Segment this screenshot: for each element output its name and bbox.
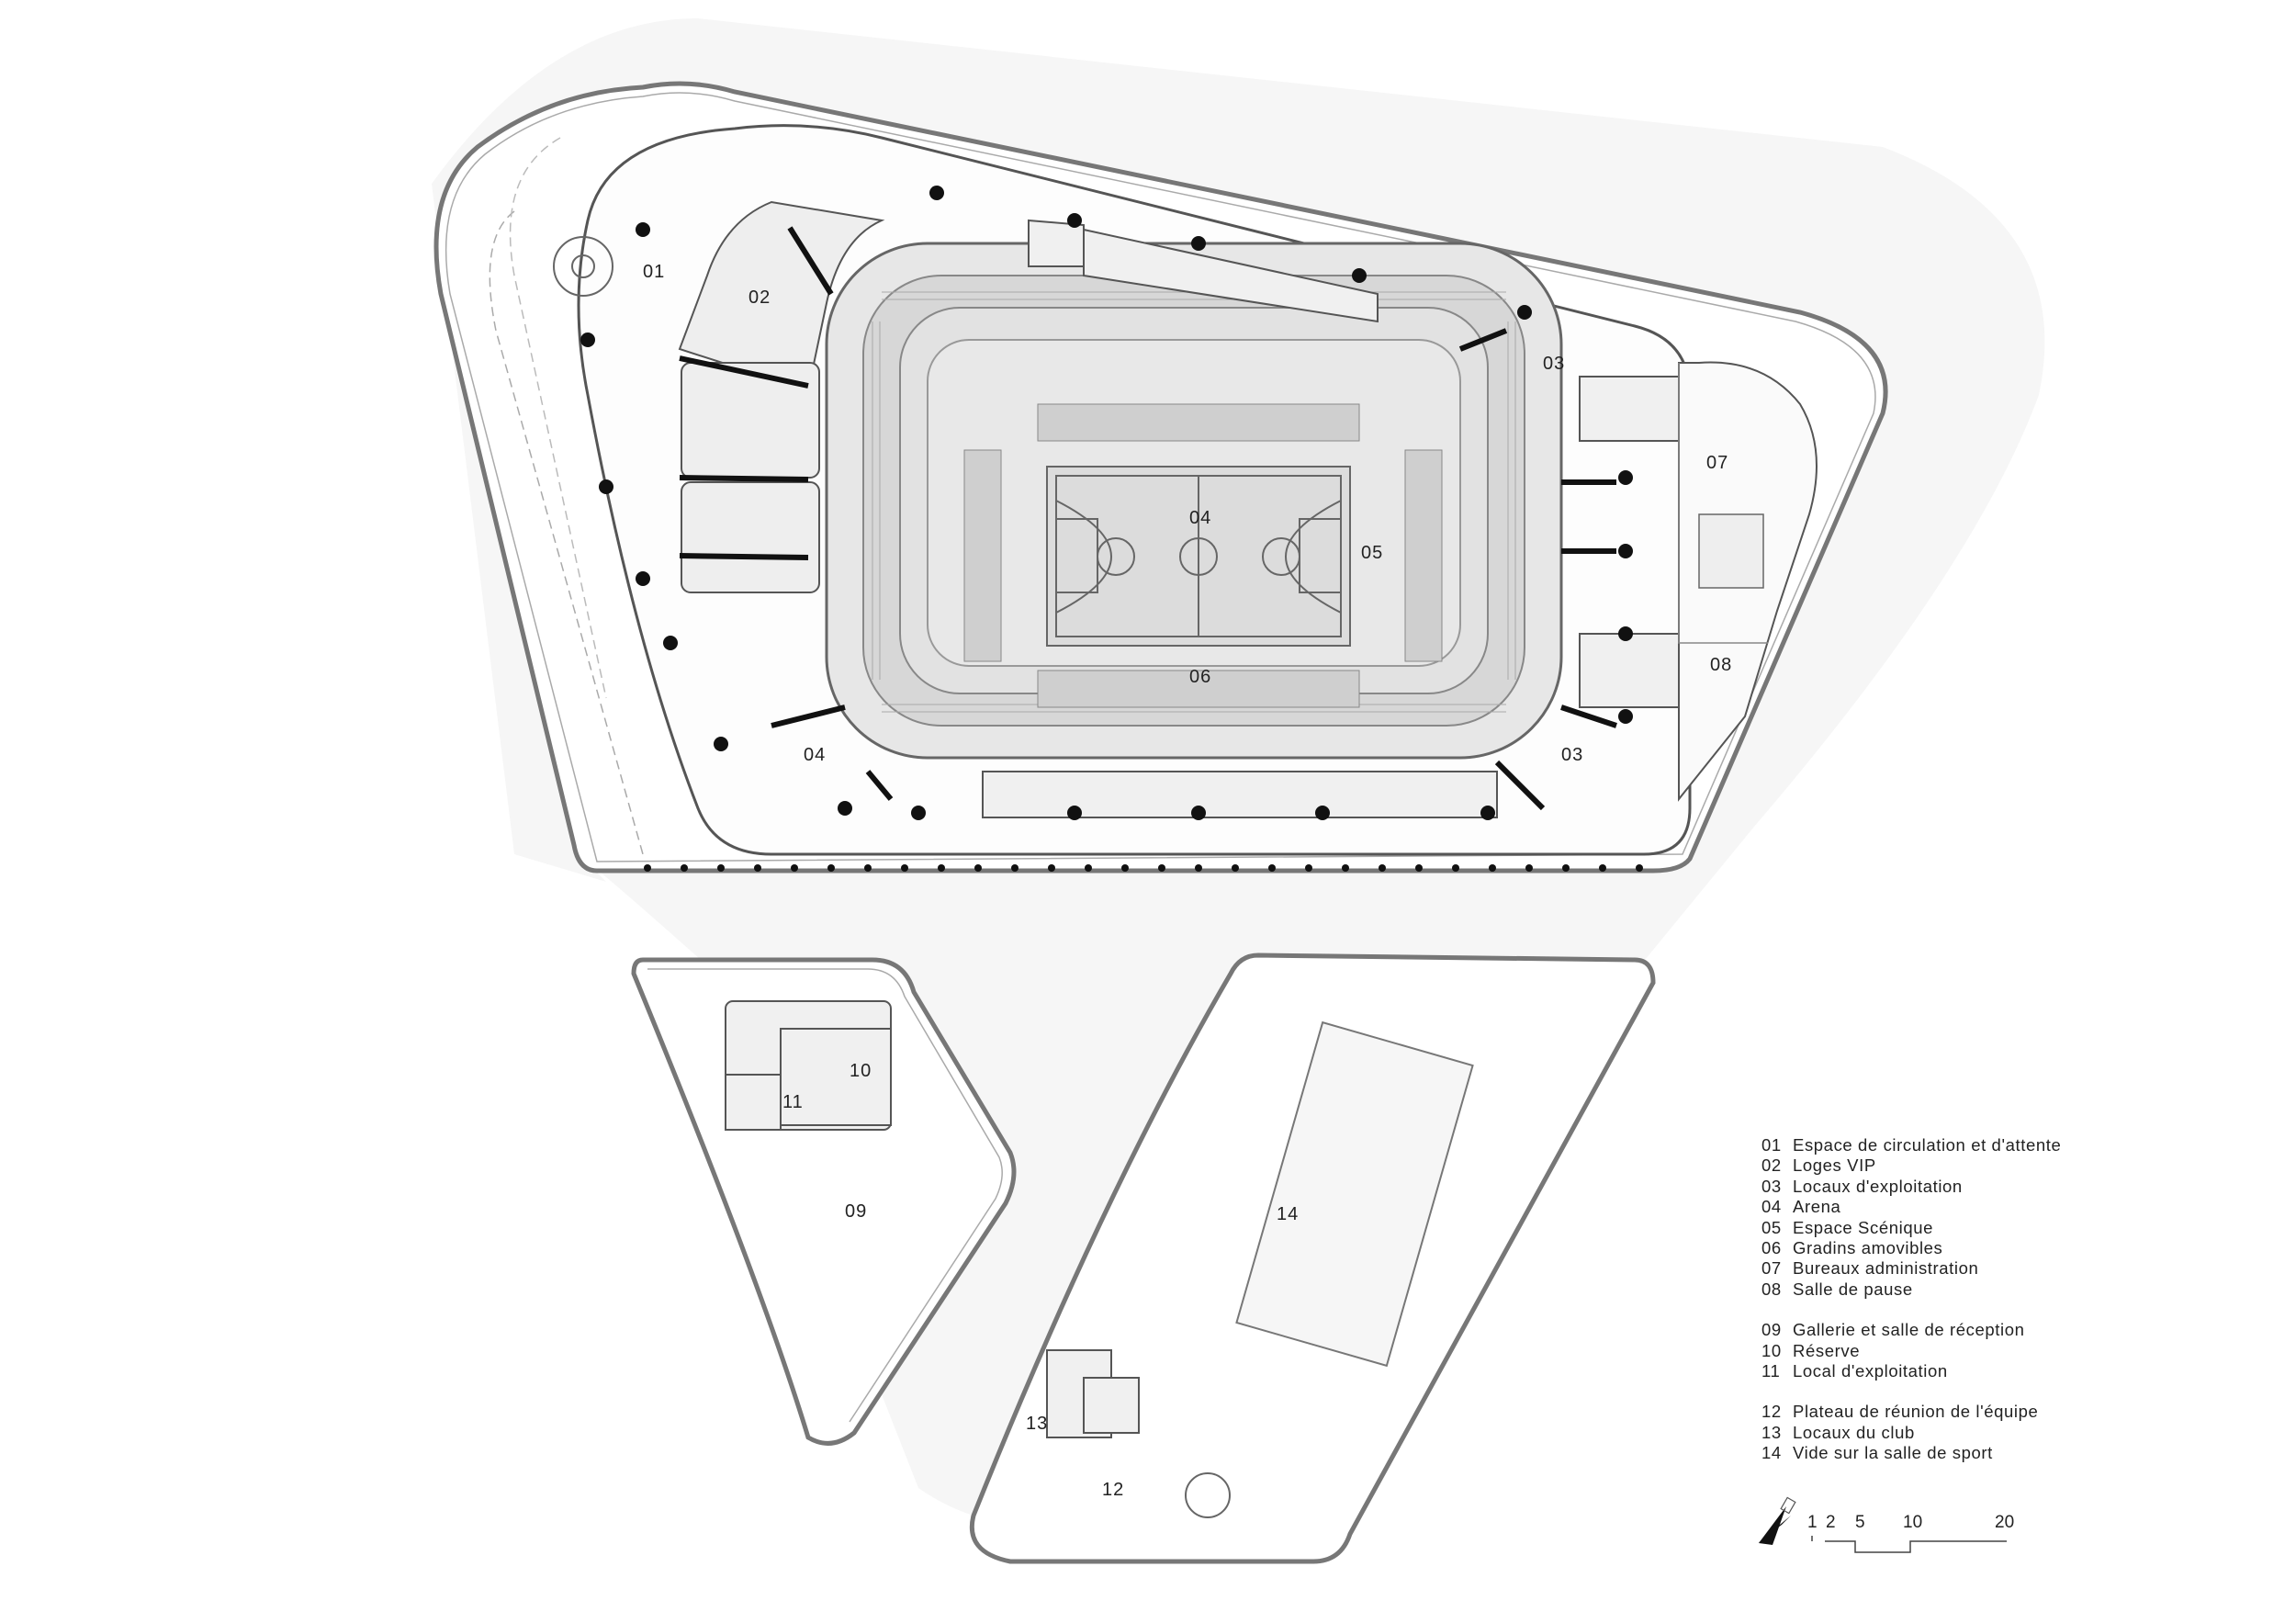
- legend-text: Loges VIP: [1793, 1155, 1876, 1176]
- legend-item: 12 Plateau de réunion de l'équipe: [1761, 1402, 2184, 1422]
- legend-text: Bureaux administration: [1793, 1258, 1979, 1279]
- legend-item: 10 Réserve: [1761, 1341, 2184, 1361]
- training-stair: [1185, 1472, 1231, 1518]
- arena-building: [433, 81, 1888, 873]
- gallery-building: [631, 957, 1017, 1446]
- legend-text: Gallerie et salle de réception: [1793, 1320, 2025, 1340]
- legend-item: 03 Locaux d'exploitation: [1761, 1177, 2184, 1197]
- scale-bar: 1 2 5 10 20: [1807, 1513, 2014, 1553]
- legend-text: Salle de pause: [1793, 1279, 1913, 1299]
- legend-number: 11: [1761, 1361, 1781, 1381]
- label-07: 07: [1706, 453, 1728, 473]
- legend-number: 10: [1761, 1340, 1782, 1360]
- label-02: 02: [748, 287, 771, 308]
- legend-number: 06: [1761, 1238, 1782, 1258]
- legend-number: 07: [1761, 1258, 1782, 1279]
- label-13: 13: [1026, 1414, 1048, 1434]
- legend-group: 12 Plateau de réunion de l'équipe 13 Locaux…: [1761, 1402, 2184, 1463]
- legend-item: 11 Local d'exploitation: [1761, 1361, 2184, 1381]
- label-06: 06: [1189, 667, 1211, 687]
- legend-item: 06 Gradins amovibles: [1761, 1238, 2184, 1258]
- legend-text: Espace Scénique: [1793, 1217, 1933, 1237]
- legend-item: 04 Arena: [1761, 1197, 2184, 1217]
- legend-number: 02: [1761, 1155, 1782, 1176]
- legend-item: 14 Vide sur la salle de sport: [1761, 1443, 2184, 1463]
- north-arrow-icon: [1758, 1496, 1796, 1545]
- legend-text: Vide sur la salle de sport: [1793, 1443, 1993, 1463]
- club-rooms: [1046, 1349, 1140, 1438]
- legend-item: 13 Locaux du club: [1761, 1423, 2184, 1443]
- legend-item: 01 Espace de circulation et d'attente: [1761, 1135, 2184, 1155]
- legend-number: 14: [1761, 1443, 1782, 1463]
- spiral-stair: [553, 236, 613, 297]
- reserve-rooms: [725, 1000, 892, 1131]
- legend-text: Espace de circulation et d'attente: [1793, 1135, 2062, 1155]
- legend-text: Arena: [1793, 1197, 1841, 1217]
- legend-text: Gradins amovibles: [1793, 1238, 1943, 1258]
- label-04-south: 04: [804, 745, 826, 765]
- vip-lodges: [678, 200, 885, 593]
- movable-stands: [963, 403, 1443, 708]
- legend-number: 12: [1761, 1402, 1782, 1422]
- legend-number: 09: [1761, 1320, 1782, 1340]
- scale-tick-10: 10: [1903, 1513, 1922, 1532]
- label-03-south: 03: [1561, 745, 1583, 765]
- training-building: [969, 952, 1656, 1564]
- legend-item: 09 Gallerie et salle de réception: [1761, 1320, 2184, 1340]
- training-court: [1235, 1020, 1474, 1368]
- legend-text: Locaux d'exploitation: [1793, 1176, 1963, 1196]
- legend-number: 08: [1761, 1279, 1782, 1299]
- legend-item: 07 Bureaux administration: [1761, 1258, 2184, 1279]
- label-01: 01: [643, 262, 665, 282]
- label-12: 12: [1102, 1480, 1124, 1500]
- scale-tick-1: 1: [1807, 1513, 1818, 1532]
- legend-number: 13: [1761, 1422, 1782, 1442]
- legend-item: 05 Espace Scénique: [1761, 1218, 2184, 1238]
- label-10: 10: [850, 1061, 872, 1081]
- arena-court: [1046, 466, 1351, 647]
- legend-text: Plateau de réunion de l'équipe: [1793, 1402, 2039, 1422]
- legend-item: 08 Salle de pause: [1761, 1279, 2184, 1300]
- legend-text: Locaux du club: [1793, 1422, 1915, 1442]
- legend-item: 02 Loges VIP: [1761, 1155, 2184, 1176]
- legend-number: 03: [1761, 1176, 1782, 1196]
- label-09: 09: [845, 1201, 867, 1222]
- label-03-north: 03: [1543, 354, 1565, 374]
- scale-tick-2: 2: [1826, 1513, 1836, 1532]
- scale-tick-20: 20: [1995, 1513, 2014, 1532]
- legend-text: Local d'exploitation: [1793, 1361, 1948, 1381]
- legend-number: 05: [1761, 1217, 1782, 1237]
- label-04-arena: 04: [1189, 508, 1211, 528]
- legend-group: 09 Gallerie et salle de réception 10 Réserv…: [1761, 1320, 2184, 1381]
- label-14: 14: [1277, 1204, 1299, 1224]
- label-11: 11: [782, 1092, 804, 1112]
- label-05: 05: [1361, 543, 1383, 563]
- admin-wing: [1678, 361, 1818, 802]
- legend-number: 01: [1761, 1135, 1782, 1155]
- label-08: 08: [1710, 655, 1732, 675]
- legend-number: 04: [1761, 1197, 1782, 1217]
- legend-text: Réserve: [1793, 1340, 1861, 1360]
- service-rooms: [982, 219, 1691, 818]
- scale-tick-5: 5: [1855, 1513, 1865, 1532]
- facade-columns: [580, 186, 1643, 872]
